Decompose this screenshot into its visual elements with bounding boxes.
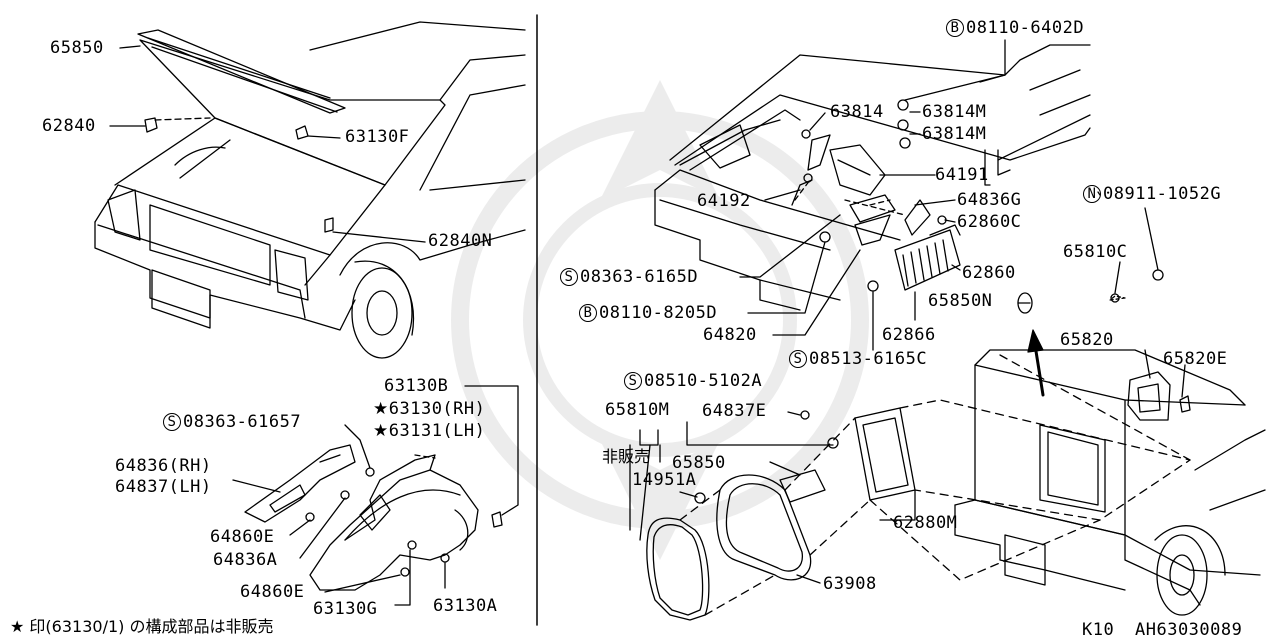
part-label-62860: 62860	[962, 263, 1016, 283]
part-label-62860C: 62860C	[957, 212, 1022, 232]
part-label-64836G: 64836G	[957, 190, 1022, 210]
part-label-62866: 62866	[882, 325, 936, 345]
part-label-65820: 65820	[1060, 330, 1114, 350]
part-label-65810C: 65810C	[1063, 242, 1128, 262]
part-label-63130F: 63130F	[345, 127, 410, 147]
part-label-63814M-1: 63814M	[922, 102, 987, 122]
star-mark: ★	[373, 421, 389, 441]
part-label-65850-rear: 65850	[672, 453, 726, 473]
part-label-64820: 64820	[703, 325, 757, 345]
bolt-b-symbol: B	[946, 19, 964, 37]
part-label-64837E: 64837E	[702, 401, 767, 421]
part-label-65810M: 65810M	[605, 400, 670, 420]
bolt-b-symbol: B	[579, 304, 597, 322]
diagram-code-model: K10	[1082, 620, 1115, 640]
rear-hatch-door	[629, 349, 1266, 621]
part-label-63131LH: ★63131(LH)	[373, 421, 486, 441]
part-label-63908: 63908	[823, 574, 877, 594]
part-label-62840N: 62840N	[428, 231, 493, 251]
part-label-14951A: 14951A	[632, 470, 697, 490]
inner-fender-assembly	[232, 385, 519, 606]
part-label-62880M: 62880M	[893, 513, 958, 533]
nut-n-symbol: N	[1083, 185, 1101, 203]
diagram-code-id: AH63030089	[1135, 620, 1243, 640]
screw-s-symbol: S	[163, 413, 181, 431]
part-label-63814: 63814	[830, 102, 884, 122]
part-label-63130G: 63130G	[313, 599, 378, 619]
part-label-63130RH: ★63130(RH)	[373, 399, 486, 419]
part-label-65820E: 65820E	[1163, 349, 1228, 369]
car-front-open-hood	[94, 21, 526, 359]
not-for-sale-note: 非販売	[602, 447, 651, 466]
part-label-65850N: 65850N	[928, 291, 993, 311]
part-label-64836RH: 64836(RH)	[115, 456, 212, 476]
part-label-62840: 62840	[42, 116, 96, 136]
part-label-64836A: 64836A	[213, 550, 278, 570]
screw-s-symbol: S	[560, 268, 578, 286]
rear-body-hatch-area	[654, 39, 1164, 397]
star-mark: ★	[373, 399, 389, 419]
part-label-65850: 65850	[50, 38, 104, 58]
part-label-63130A: 63130A	[433, 596, 498, 616]
part-label-63130B: 63130B	[384, 376, 449, 396]
screw-s-symbol: S	[624, 372, 642, 390]
footnote: ★ 印(63130/1) の構成部品は非販売	[10, 617, 274, 636]
part-label-64191: 64191	[935, 165, 989, 185]
screw-s-symbol: S	[789, 350, 807, 368]
part-label-63814M-2: 63814M	[922, 124, 987, 144]
part-label-64860E-1: 64860E	[210, 527, 275, 547]
part-label-64192: 64192	[697, 191, 751, 211]
part-label-64837LH: 64837(LH)	[115, 477, 212, 497]
part-label-64860E-2: 64860E	[240, 582, 305, 602]
